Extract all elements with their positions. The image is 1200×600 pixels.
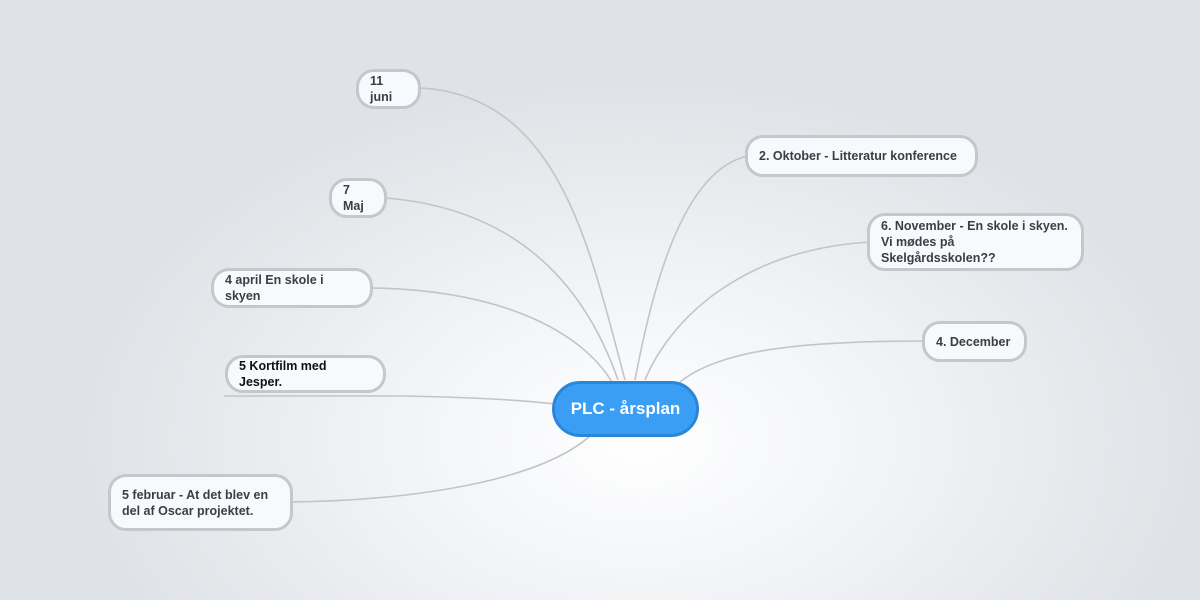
node-label: 5 februar - At det blev en del af Oscar …	[122, 487, 269, 518]
node-label: 2. Oktober - Litteratur konference	[759, 149, 957, 163]
connector-maj	[385, 197, 619, 381]
connector-kortfilm	[224, 395, 556, 405]
node-label: 4 april En skole i skyen	[225, 273, 324, 303]
node-7-maj[interactable]: 7 Maj	[329, 178, 387, 218]
node-4-december[interactable]: 4. December	[922, 321, 1027, 362]
node-label: 11 juni	[370, 74, 393, 104]
connector-december	[679, 340, 925, 383]
connector-april	[371, 287, 613, 383]
node-label: 4. December	[936, 334, 1011, 349]
connector-november	[644, 241, 871, 381]
root-node[interactable]: PLC - årsplan	[552, 381, 699, 437]
node-label: 6. November - En skole i skyen. Vi mødes…	[881, 219, 1068, 265]
node-4-april[interactable]: 4 april En skole i skyen	[211, 268, 373, 308]
connector-oktober	[634, 155, 749, 381]
connector-februar	[291, 435, 591, 503]
connector-juni	[419, 87, 626, 381]
node-5-februar[interactable]: 5 februar - At det blev en del af Oscar …	[108, 474, 293, 531]
node-5-kortfilm[interactable]: 5 Kortfilm med Jesper.	[225, 355, 386, 393]
node-label: 5 Kortfilm med Jesper.	[239, 359, 327, 389]
node-11-juni[interactable]: 11 juni	[356, 69, 421, 109]
node-label: 7 Maj	[343, 183, 364, 213]
root-label: PLC - årsplan	[570, 399, 681, 418]
node-6-november[interactable]: 6. November - En skole i skyen. Vi mødes…	[867, 213, 1084, 271]
node-2-oktober[interactable]: 2. Oktober - Litteratur konference	[745, 135, 978, 177]
